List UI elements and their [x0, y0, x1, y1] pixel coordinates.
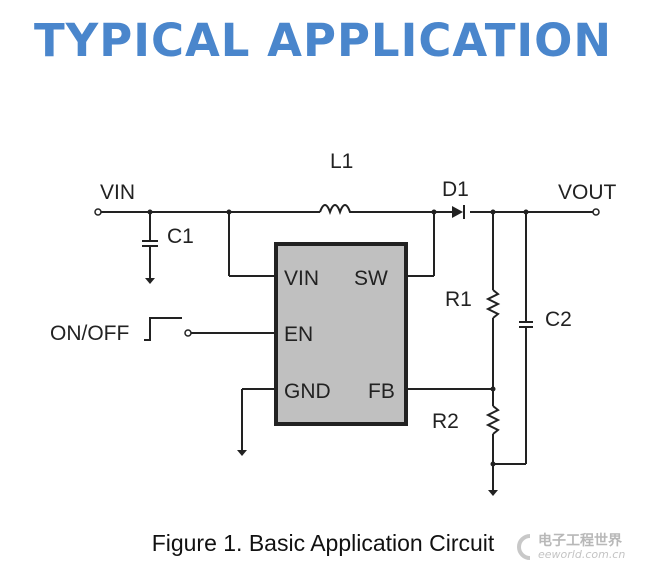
watermark-logo-icon	[517, 534, 531, 560]
label-d1: D1	[442, 178, 469, 201]
pin-sw: SW	[354, 267, 388, 290]
label-c2: C2	[545, 308, 572, 331]
resistor-r1	[485, 289, 501, 319]
watermark-cn: 电子工程世界	[538, 533, 622, 549]
pin-gnd: GND	[284, 380, 331, 403]
junction-dot	[523, 209, 529, 215]
junction-dot	[490, 209, 496, 215]
figure-caption: Figure 1. Basic Application Circuit	[151, 530, 495, 556]
terminal-en	[184, 329, 192, 337]
terminal-vout	[592, 208, 600, 216]
onoff-step	[144, 317, 182, 341]
terminal-vin	[94, 208, 102, 216]
watermark: 电子工程世界 eeworld.com.cn	[510, 530, 644, 564]
label-r2: R2	[432, 410, 459, 433]
pin-fb: FB	[368, 380, 395, 403]
diode-d1	[452, 205, 465, 219]
watermark-en: eeworld.com.cn	[538, 548, 626, 561]
label-vout: VOUT	[558, 181, 617, 204]
junction-dot	[226, 209, 232, 215]
pin-vin: VIN	[284, 267, 319, 290]
label-c1: C1	[167, 225, 194, 248]
pin-en: EN	[284, 323, 313, 346]
junction-dot	[431, 209, 437, 215]
ic-chip	[274, 242, 408, 426]
label-vin: VIN	[100, 181, 135, 204]
label-l1: L1	[330, 150, 353, 173]
ground-icon	[145, 278, 498, 496]
inductor-l1	[319, 204, 352, 215]
label-onoff: ON/OFF	[50, 322, 129, 345]
label-r1: R1	[445, 288, 472, 311]
resistor-r2	[485, 405, 501, 435]
junction-dot	[490, 386, 496, 392]
junction-dot	[490, 461, 496, 467]
page-title: TYPICAL APPLICATION	[33, 14, 613, 67]
junction-dot	[147, 209, 153, 215]
